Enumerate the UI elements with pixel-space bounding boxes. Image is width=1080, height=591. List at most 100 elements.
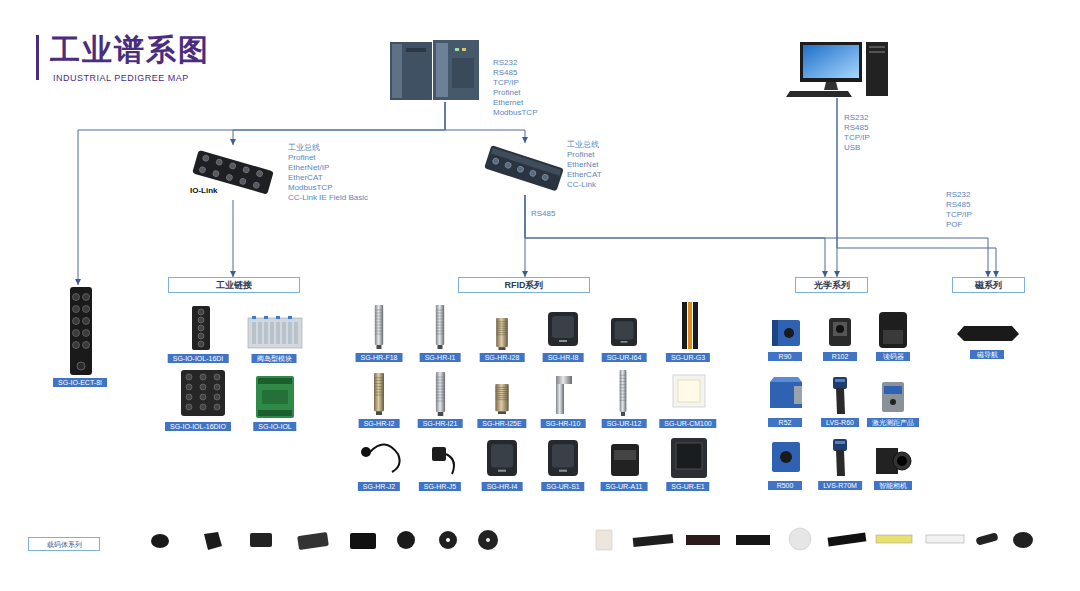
computer-illustration-part: [869, 46, 885, 48]
connector: [233, 200, 234, 277]
optical-products: [770, 312, 911, 476]
io-link-products-part: [282, 322, 286, 344]
product: SG-HR-J2: [351, 432, 407, 491]
rfid-products-part: [374, 373, 384, 415]
io-link-products-part: [181, 370, 225, 416]
io-link-products-part: [186, 384, 192, 390]
product: SG-HR-I1: [412, 300, 468, 362]
rfid-products-part: [556, 376, 572, 384]
product: SG-UR-I12: [596, 366, 652, 428]
logo-text: IO-Link: [190, 186, 218, 195]
product: SG-HR-I10: [535, 366, 591, 428]
title: 工业谱系图: [50, 32, 210, 68]
model-label: R52: [768, 418, 802, 427]
protocol-text: CC-Link: [567, 180, 596, 190]
plc-illustration: [390, 40, 479, 100]
rfid-products-part: [693, 302, 698, 349]
optical-products-part: [829, 318, 851, 346]
io-link-master-part: [239, 178, 246, 185]
category-text: 工业链接: [216, 280, 252, 291]
io-link-master-part: [212, 170, 219, 177]
rfid-products-part: [375, 305, 383, 349]
product: SG-UR-E1: [660, 432, 716, 491]
rfid-products-part: [673, 375, 705, 407]
io-link-master-part: [202, 155, 209, 162]
model-label: SG-HR-I8: [543, 353, 584, 362]
category-text: RFID系列: [505, 280, 544, 291]
rfid-products-part: [361, 447, 371, 457]
optical-products-part: [794, 386, 802, 404]
model-label: SG-HR-I28: [480, 353, 525, 362]
optical-products-part: [879, 312, 907, 348]
product: SG-HR-I2: [351, 366, 407, 428]
ethercat-module-part: [73, 318, 80, 325]
protocol-text: CC-Link IE Field Basic: [288, 193, 368, 203]
product: LVS-R60: [815, 374, 865, 427]
optical-products-part: [884, 386, 902, 394]
ethercat-module-part: [83, 342, 90, 349]
protocol-text: RS485: [844, 123, 868, 133]
product: SG-UR-G3: [660, 300, 716, 362]
protocol-text: EtherNet/IP: [288, 163, 329, 173]
tag-products-part: [478, 530, 498, 550]
category-box: 工业链接: [168, 277, 300, 293]
io-link-products-part: [294, 322, 298, 344]
io-link-products-part: [270, 322, 274, 344]
io-module-master-part: [491, 148, 561, 176]
product: SG-UR-S1: [535, 432, 591, 491]
io-link-products-part: [200, 374, 206, 380]
model-label: 磁导航: [970, 350, 1004, 359]
computer-illustration-part: [800, 42, 862, 82]
ethercat-module-part: [73, 330, 80, 337]
io-link-products-part: [214, 404, 220, 410]
io-module-master-part: [541, 174, 549, 182]
rfid-products-part: [620, 370, 627, 416]
product: SG-IO-IOL-16DI: [163, 303, 233, 363]
ethercat-module-part: [70, 287, 92, 375]
model-label: SG-UR-I12: [602, 419, 647, 428]
tag-products-part: [876, 535, 912, 543]
io-link-products-part: [258, 378, 292, 384]
product: R52: [760, 374, 810, 427]
product: 读码器: [868, 312, 918, 361]
io-module-master-part: [529, 170, 537, 178]
product: 智能相机: [868, 436, 918, 490]
tag-products-part: [486, 538, 490, 542]
series-box: 载码体系列: [28, 537, 100, 551]
rfid-products-part: [611, 444, 639, 476]
product: SG-HR-J5: [412, 432, 468, 491]
category-text: 载码体系列: [47, 540, 82, 549]
model-label: LVS-R70M: [818, 481, 862, 490]
model-label: SG-HR-I1: [420, 353, 461, 362]
rfid-products-part: [678, 380, 700, 402]
category-text: 光学系列: [814, 280, 850, 291]
model-label: SG-HR-I4: [482, 482, 523, 491]
model-label: LVS-R60: [821, 418, 859, 427]
model-label: SG-HR-I2: [359, 419, 400, 428]
plc-illustration-part: [390, 42, 432, 100]
io-link-master-part: [229, 162, 236, 169]
product: SG-IO-IOL: [247, 374, 303, 431]
protocol-text: Ethernet: [493, 98, 523, 108]
tag-products-part: [151, 534, 169, 548]
ethercat-module-part: [73, 294, 80, 301]
title-bar: [36, 35, 39, 80]
model-label: 激光测距产品: [867, 418, 919, 427]
product: 阀岛型模块: [246, 314, 302, 363]
model-label: 智能相机: [874, 481, 912, 490]
rfid-products-part: [436, 372, 445, 416]
rfid-products: [361, 302, 707, 478]
model-label: SG-UR-I64: [602, 353, 647, 362]
model-label: SG-UR-A11: [601, 482, 648, 491]
model-label: SG-IO-ECT-8I: [53, 378, 107, 387]
connector: [78, 102, 445, 285]
plc-illustration-part: [406, 48, 426, 52]
optical-products-part: [772, 320, 800, 346]
subtitle: INDUSTRIAL PEDIGREE MAP: [53, 73, 189, 83]
io-link-master-part: [242, 166, 249, 173]
optical-products-part: [833, 377, 847, 414]
rfid-products-part: [496, 318, 508, 350]
io-link-products-part: [214, 384, 220, 390]
tag-products-part: [1013, 532, 1033, 548]
